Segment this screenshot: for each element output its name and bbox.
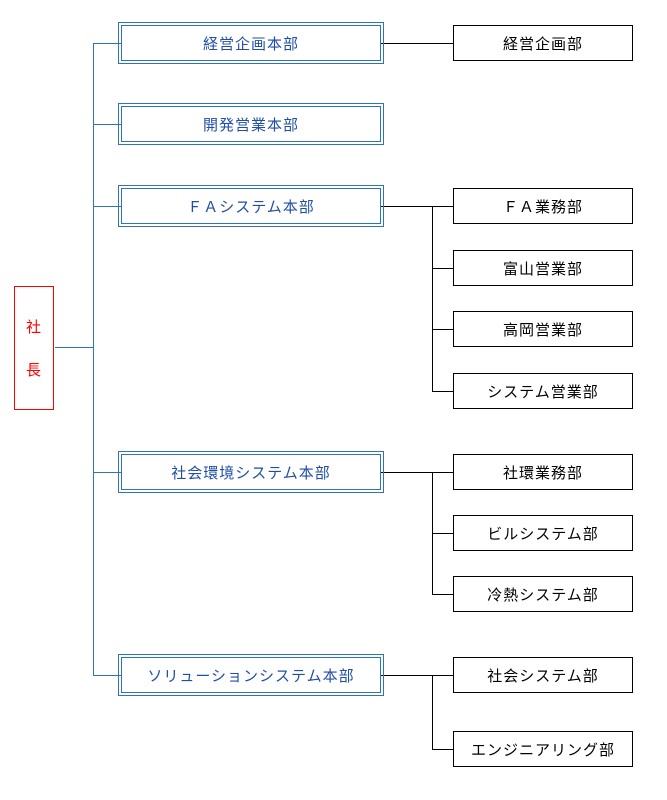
connector-division5-to-dept bbox=[381, 675, 453, 676]
connector-president-to-trunk bbox=[55, 347, 93, 348]
connector-trunk-to-division-5 bbox=[93, 675, 121, 676]
division-box-kaihatsu-eigyo: 開発営業本部 bbox=[118, 103, 384, 145]
department-box-system-eigyo: システム営業部 bbox=[453, 373, 633, 409]
department-label: 社会システム部 bbox=[487, 668, 599, 685]
president-label-char-2: 長 bbox=[25, 363, 42, 379]
department-box-shakai-system: 社会システム部 bbox=[453, 657, 633, 693]
division-label: 社会環境システム本部 bbox=[171, 465, 331, 482]
department-label: 社環業務部 bbox=[502, 465, 583, 482]
division-box-fa-system: ＦＡシステム本部 bbox=[118, 185, 384, 227]
division-box-shakai-kankyo-system: 社会環境システム本部 bbox=[118, 451, 384, 493]
department-box-shakan-gyomu: 社環業務部 bbox=[453, 454, 633, 490]
connector-division4-stub-3 bbox=[432, 594, 453, 595]
connector-division4-to-dept bbox=[381, 472, 453, 473]
connector-division4-stub-2 bbox=[432, 533, 453, 534]
department-label: 富山営業部 bbox=[502, 261, 583, 278]
connector-trunk-to-division-1 bbox=[93, 43, 121, 44]
connector-trunk-vertical bbox=[93, 43, 94, 675]
division-label: 経営企画本部 bbox=[202, 36, 299, 53]
department-box-building-system: ビルシステム部 bbox=[453, 515, 633, 551]
department-label: ビルシステム部 bbox=[487, 526, 599, 543]
department-box-keiei-kikaku: 経営企画部 bbox=[453, 25, 633, 61]
connector-division3-stub-4 bbox=[432, 391, 453, 392]
connector-division3-spine bbox=[432, 206, 433, 391]
connector-division5-stub-2 bbox=[432, 749, 453, 750]
division-label: ＦＡシステム本部 bbox=[187, 199, 315, 216]
department-label: 冷熱システム部 bbox=[487, 587, 599, 604]
department-box-fa-gyomu: ＦＡ業務部 bbox=[453, 188, 633, 224]
department-label: エンジニアリング部 bbox=[470, 742, 615, 759]
department-label: 経営企画部 bbox=[502, 36, 583, 53]
president-box: 社 長 bbox=[14, 286, 54, 410]
division-box-keiei-kikaku: 経営企画本部 bbox=[118, 22, 384, 64]
department-box-reinetsu-system: 冷熱システム部 bbox=[453, 576, 633, 612]
connector-division3-to-dept bbox=[381, 206, 453, 207]
department-box-toyama-eigyo: 富山営業部 bbox=[453, 250, 633, 286]
connector-division1-to-dept bbox=[381, 43, 453, 44]
connector-trunk-to-division-4 bbox=[93, 472, 121, 473]
connector-trunk-to-division-3 bbox=[93, 206, 121, 207]
division-label: ソリューションシステム本部 bbox=[147, 668, 355, 685]
department-label: システム営業部 bbox=[487, 384, 599, 401]
division-box-solution-system: ソリューションシステム本部 bbox=[118, 654, 384, 696]
connector-division3-stub-3 bbox=[432, 329, 453, 330]
department-box-engineering: エンジニアリング部 bbox=[453, 731, 633, 767]
connector-division5-spine bbox=[432, 675, 433, 749]
connector-trunk-to-division-2 bbox=[93, 124, 121, 125]
department-label: ＦＡ業務部 bbox=[502, 199, 583, 216]
department-box-takaoka-eigyo: 高岡営業部 bbox=[453, 311, 633, 347]
department-label: 高岡営業部 bbox=[502, 322, 583, 339]
division-label: 開発営業本部 bbox=[202, 117, 299, 134]
president-label-char-1: 社 bbox=[25, 320, 42, 336]
connector-division3-stub-2 bbox=[432, 268, 453, 269]
